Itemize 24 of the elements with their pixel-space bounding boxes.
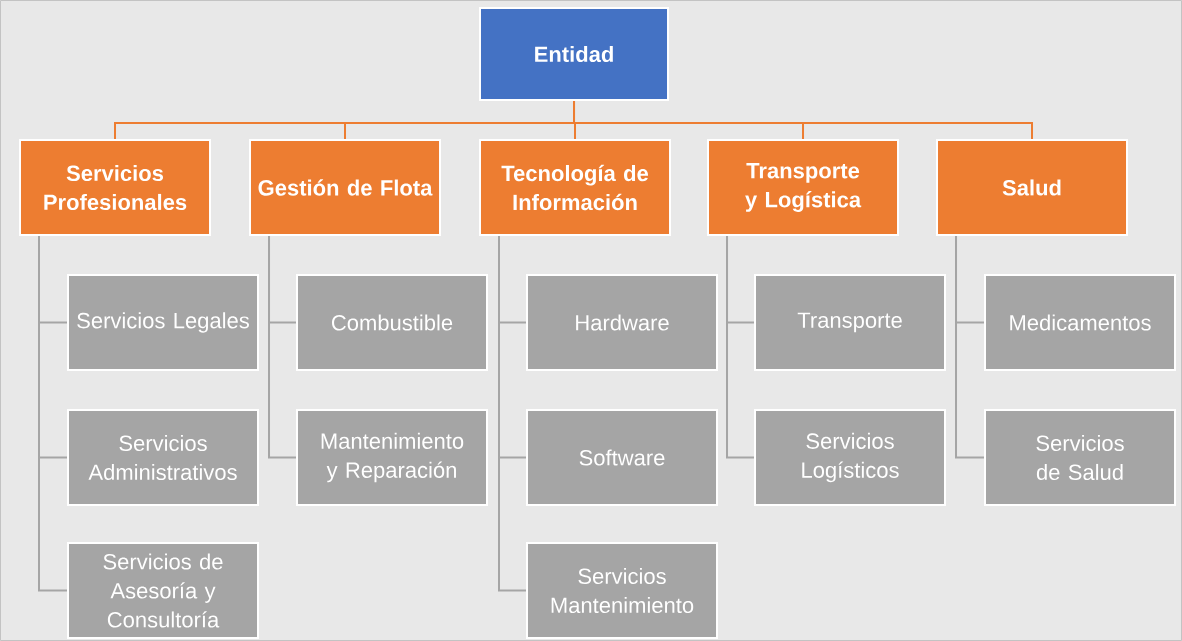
item-box: Servicios Logísticos [754,409,946,506]
item-box: Servicios Mantenimiento [526,542,718,639]
item-box: Hardware [526,274,718,371]
category-box: Gestión de Flota [249,139,441,236]
connector [573,100,1033,140]
item-box: Medicamentos [984,274,1176,371]
item-box: Servicios Administrativos [67,409,259,506]
item-box: Transporte [754,274,946,371]
connector [955,235,985,459]
category-box: Salud [936,139,1128,236]
connector [38,235,68,592]
connector [268,235,297,459]
item-box: Mantenimiento y Reparación [296,409,488,506]
item-box: Combustible [296,274,488,371]
connector [498,235,527,592]
category-box: Tecnología de Información [479,139,671,236]
item-box: Servicios de Asesoría y Consultoría [67,542,259,639]
category-box: Servicios Profesionales [19,139,211,236]
root-box: Entidad [479,7,669,101]
item-box: Software [526,409,718,506]
connector [726,235,755,459]
item-box: Servicios de Salud [984,409,1176,506]
item-box: Servicios Legales [67,274,259,371]
category-box: Transporte y Logística [707,139,899,236]
